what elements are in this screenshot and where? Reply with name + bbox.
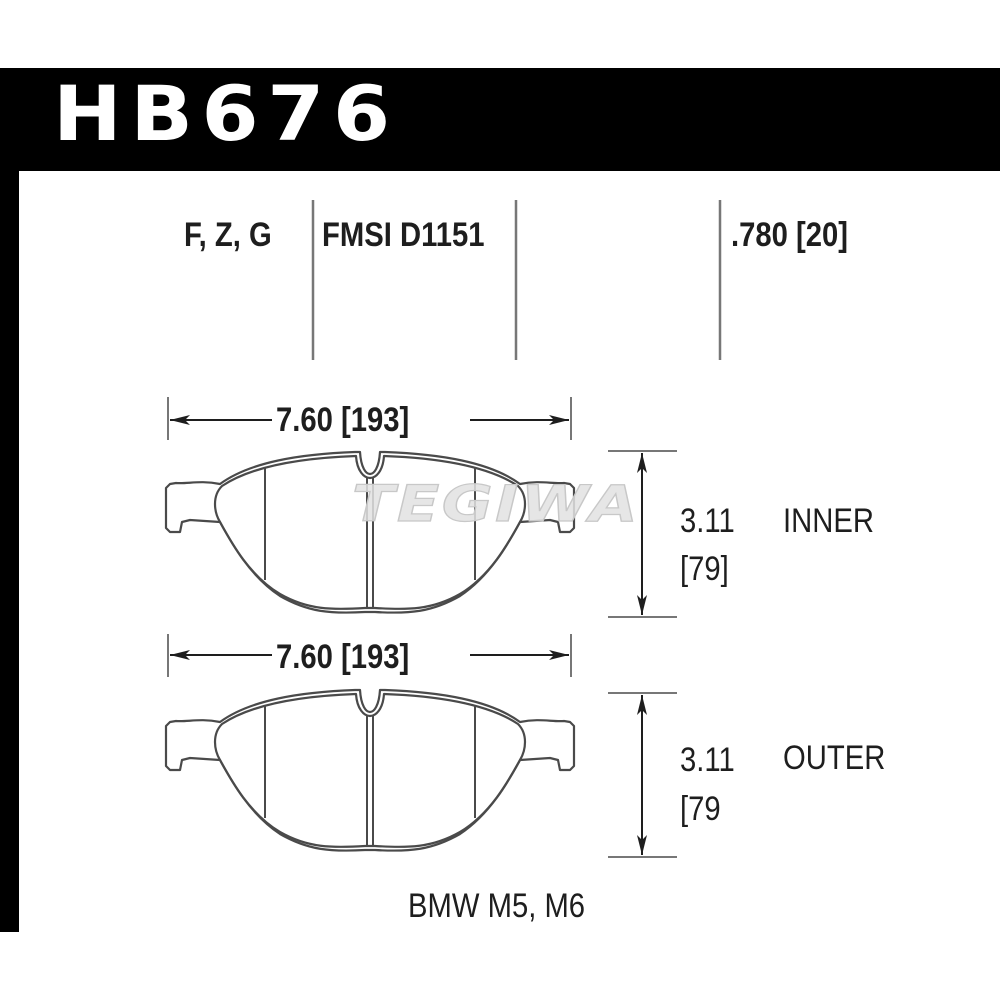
vehicle-application: BMW M5, M6 [408,887,586,925]
left-border-bar [0,171,19,932]
fmsi-number: FMSI D1151 [322,216,485,254]
part-number: HB676 [53,69,399,158]
header-bar [0,68,1000,171]
inner-width-label: 7.60 [193] [276,401,410,439]
compound-codes: F, Z, G [184,216,272,254]
outer-pad-outline [164,688,576,852]
inner-position-label: INNER [783,502,874,540]
outer-width-label: 7.60 [193] [276,638,410,676]
outer-height-label: 3.11 [680,741,735,779]
outer-position-label: OUTER [783,739,886,777]
outer-height-metric: [79 [680,790,721,828]
pad-thickness: .780 [20] [731,216,849,254]
inner-height-label: 3.11 [680,502,735,540]
watermark-text: TEGIWA [352,475,640,533]
inner-height-metric: [79] [680,550,729,588]
